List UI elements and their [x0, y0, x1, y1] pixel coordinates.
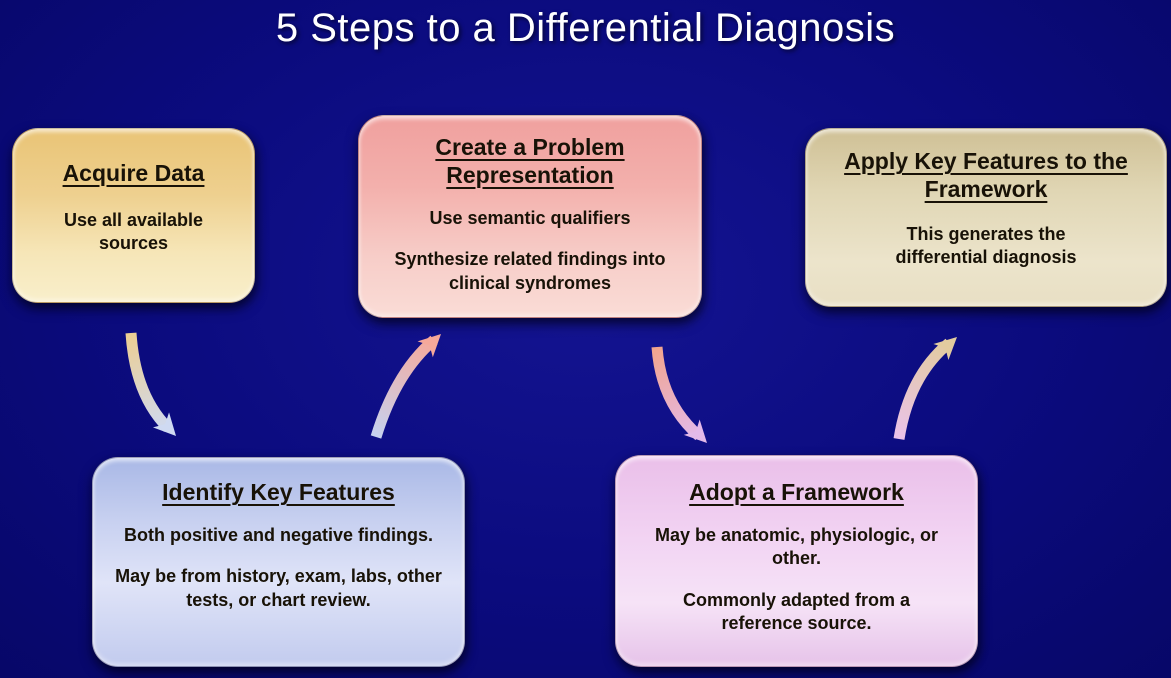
step-heading: Identify Key Features: [162, 479, 395, 505]
step-box-apply-key-features: Apply Key Features to the Framework This…: [805, 128, 1167, 307]
slide-title: 5 Steps to a Differential Diagnosis: [275, 6, 896, 50]
arrowhead-icon: [933, 337, 957, 361]
arrowhead-icon: [417, 334, 441, 358]
arrowhead-icon: [152, 412, 176, 436]
step-box-acquire-data: Acquire Data Use all available sources: [12, 128, 255, 303]
arrow-adopt-to-apply: [893, 337, 957, 440]
arrowhead-icon: [683, 419, 707, 443]
step-box-create-problem-representation: Create a Problem Representation Use sema…: [358, 115, 702, 318]
step-text: This generates the differential diagnosi…: [895, 224, 1077, 268]
step-box-adopt-a-framework: Adopt a Framework May be anatomic, physi…: [615, 455, 978, 667]
step-text: Commonly adapted from a reference source…: [682, 589, 911, 634]
step-text: Use all available sources: [63, 210, 204, 254]
step-text: May be from history, exam, labs, other t…: [115, 566, 442, 610]
step-text: May be anatomic, physiologic, or other.: [654, 525, 939, 569]
step-heading: Adopt a Framework: [689, 479, 904, 505]
step-heading: Create a Problem Representation: [435, 134, 625, 189]
step-text: Use semantic qualifiers: [429, 208, 631, 229]
step-heading: Acquire Data: [62, 160, 205, 186]
arrow-create-to-adopt: [651, 346, 707, 443]
arrow-acquire-to-identify: [125, 332, 176, 436]
step-text: Synthesize related findings into clinica…: [394, 249, 666, 293]
arrow-identify-to-create: [370, 334, 441, 439]
step-box-identify-key-features: Identify Key Features Both positive and …: [92, 457, 465, 667]
step-heading: Apply Key Features to the Framework: [844, 148, 1128, 203]
step-text: Both positive and negative findings.: [123, 525, 434, 546]
